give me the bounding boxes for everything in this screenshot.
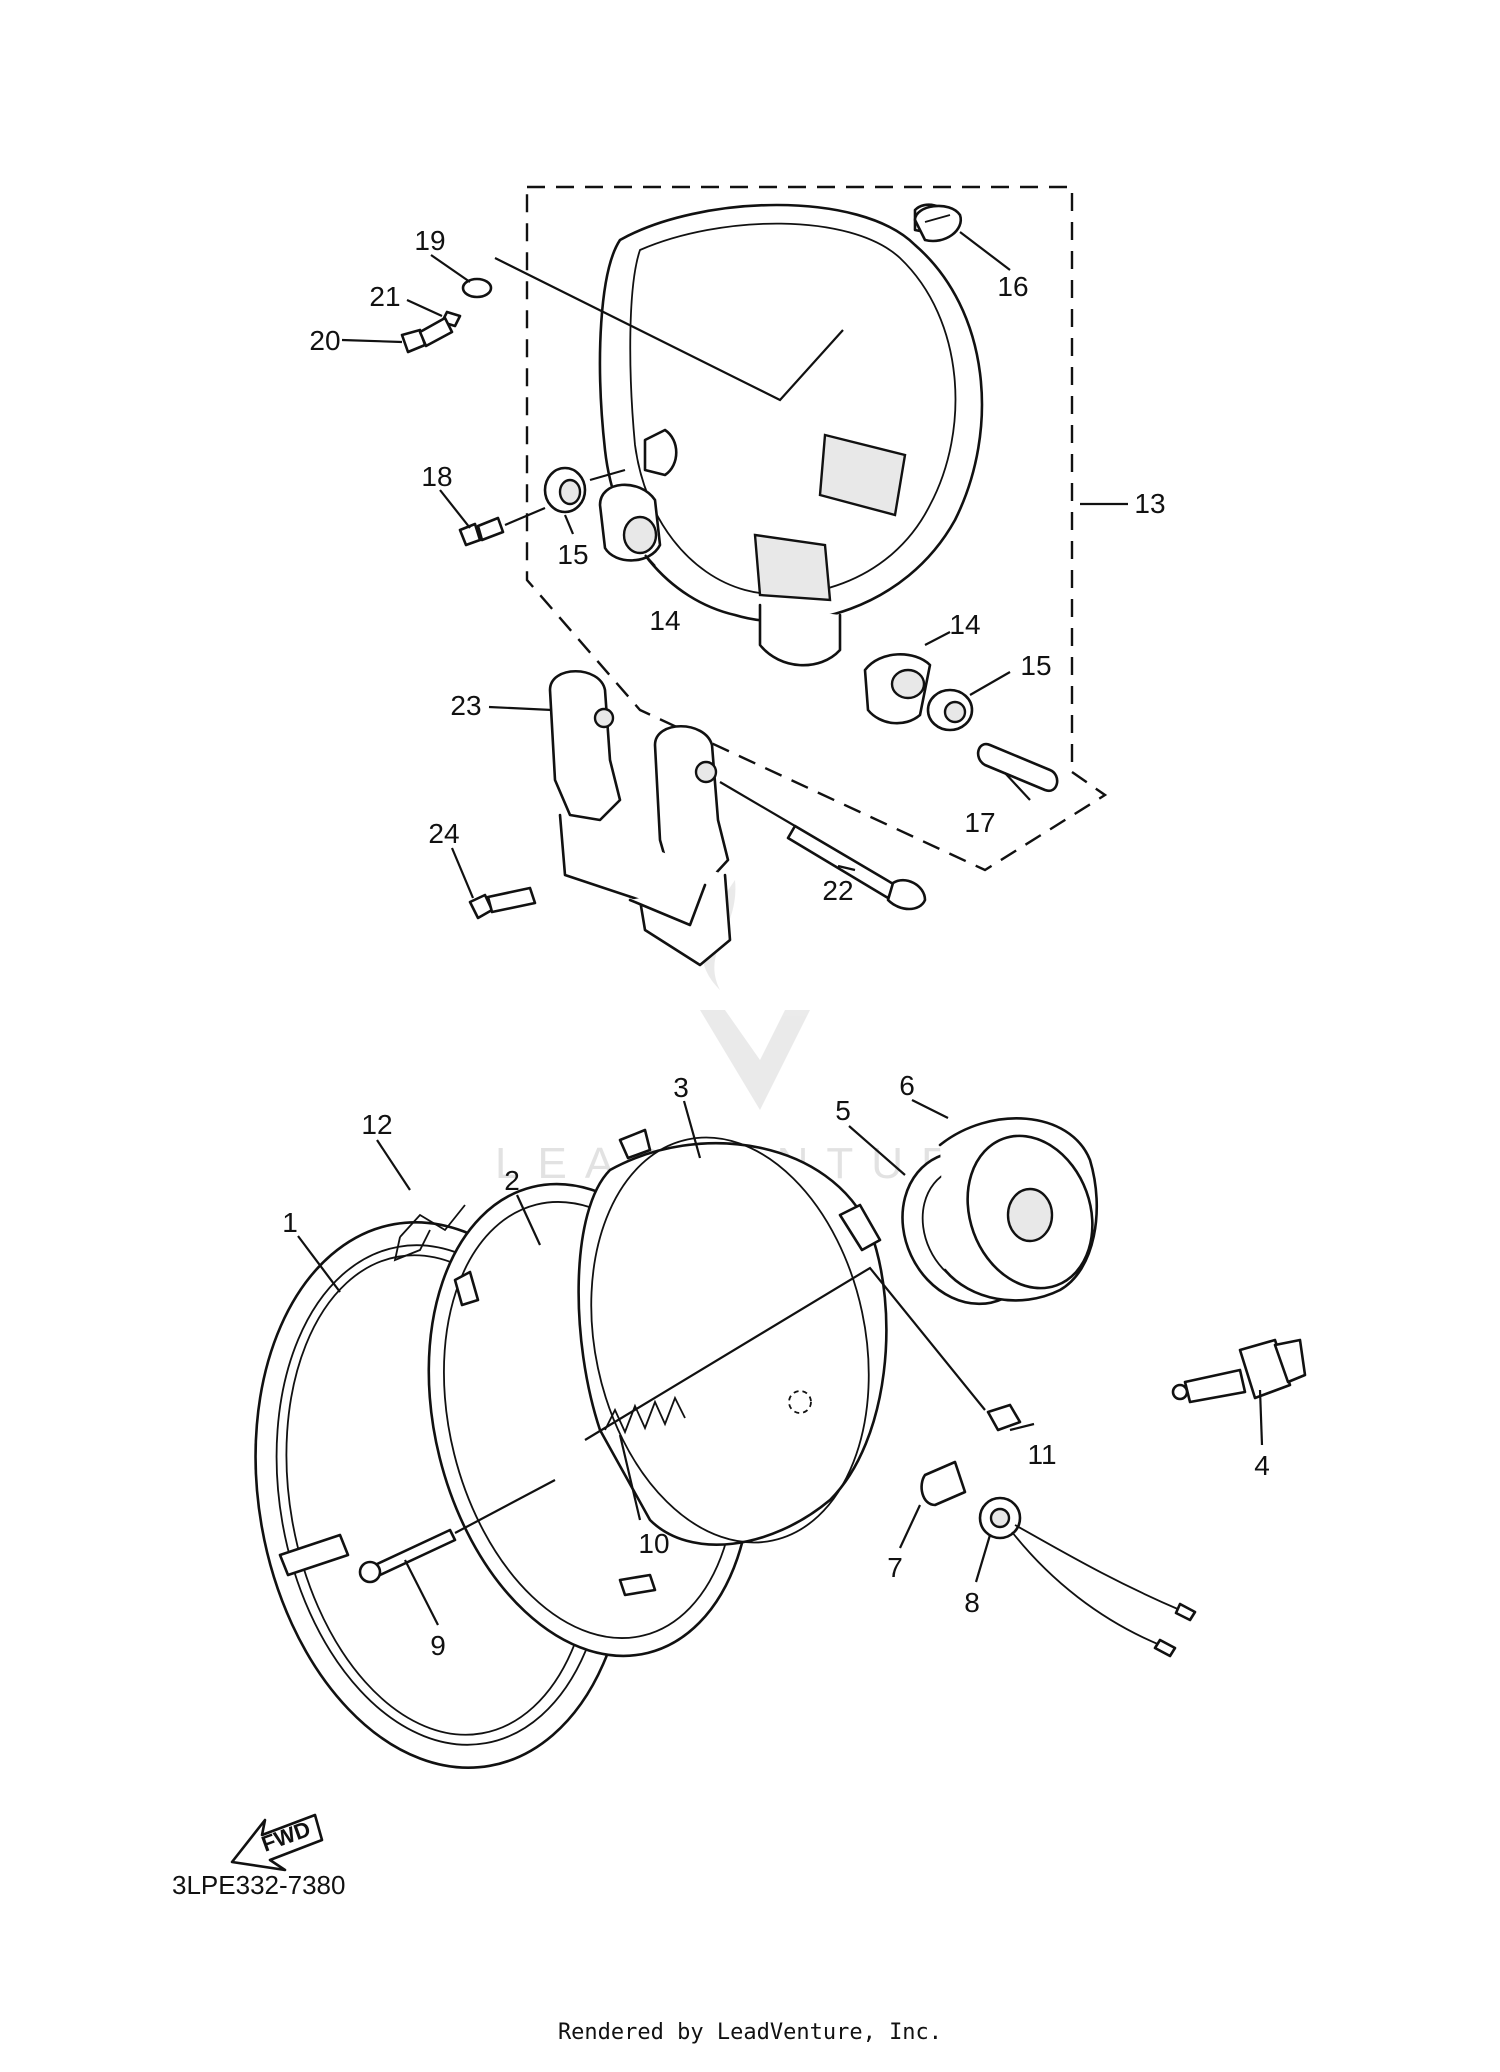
callout-19: 19 xyxy=(414,225,445,256)
callout-16: 16 xyxy=(997,271,1028,302)
callout-10: 10 xyxy=(638,1528,669,1559)
callout-17: 17 xyxy=(964,807,995,838)
damper-14-right xyxy=(863,653,932,725)
callout-5: 5 xyxy=(835,1095,851,1126)
callout-24: 24 xyxy=(428,818,459,849)
callout-8: 8 xyxy=(964,1587,980,1618)
socket-cover-6 xyxy=(938,1117,1099,1302)
callout-20: 20 xyxy=(309,325,340,356)
bulb-7 xyxy=(920,1460,967,1507)
washer-19 xyxy=(461,277,493,299)
render-credit: Rendered by LeadVenture, Inc. xyxy=(557,2020,943,2045)
callout-6: 6 xyxy=(899,1070,915,1101)
fwd-arrow-icon: FWD xyxy=(230,1813,324,1872)
callout-7: 7 xyxy=(887,1552,903,1583)
callout-18: 18 xyxy=(421,461,452,492)
callout-21: 21 xyxy=(369,281,400,312)
screw-18 xyxy=(458,516,505,547)
bolt-20 xyxy=(400,316,454,354)
bolt-24 xyxy=(468,886,537,920)
spring-10 xyxy=(604,1395,686,1435)
watermark: LEADVENTURE xyxy=(495,880,1000,1188)
callout-15-left: 15 xyxy=(557,539,588,570)
callout-labels: 1 2 3 4 5 6 7 8 9 10 11 12 13 14 14 15 1… xyxy=(282,225,1270,1661)
callout-14-left: 14 xyxy=(649,605,680,636)
callout-9: 9 xyxy=(430,1630,446,1661)
bolt-22 xyxy=(786,824,927,911)
clip-11 xyxy=(986,1403,1022,1432)
callout-11: 11 xyxy=(1027,1439,1056,1470)
callout-1: 1 xyxy=(282,1207,298,1238)
socket-8 xyxy=(978,1496,1197,1658)
reflector-3 xyxy=(577,1128,888,1546)
callout-22: 22 xyxy=(822,875,853,906)
leader-19-housing xyxy=(494,257,844,402)
pin-17 xyxy=(976,742,1059,793)
damper-14-left xyxy=(598,483,662,562)
callout-3: 3 xyxy=(673,1072,689,1103)
bracket-23 xyxy=(548,670,732,967)
collar-15-right xyxy=(926,688,974,732)
callout-12: 12 xyxy=(361,1109,392,1140)
callout-2: 2 xyxy=(504,1165,520,1196)
diagram-code: 3LPE332-7380 xyxy=(172,1870,346,1900)
collar-15-left xyxy=(543,466,587,514)
grommet-16 xyxy=(913,204,963,243)
callout-4: 4 xyxy=(1254,1450,1270,1481)
callout-13: 13 xyxy=(1134,488,1165,519)
callout-leaders xyxy=(297,231,1264,1626)
headlight-housing xyxy=(598,203,984,667)
callout-23: 23 xyxy=(450,690,481,721)
bulb-4 xyxy=(1171,1338,1307,1404)
callout-14-right: 14 xyxy=(949,609,980,640)
callout-15-right: 15 xyxy=(1020,650,1051,681)
adjusting-screw-9 xyxy=(358,1528,457,1584)
clip-12 xyxy=(393,1204,466,1262)
